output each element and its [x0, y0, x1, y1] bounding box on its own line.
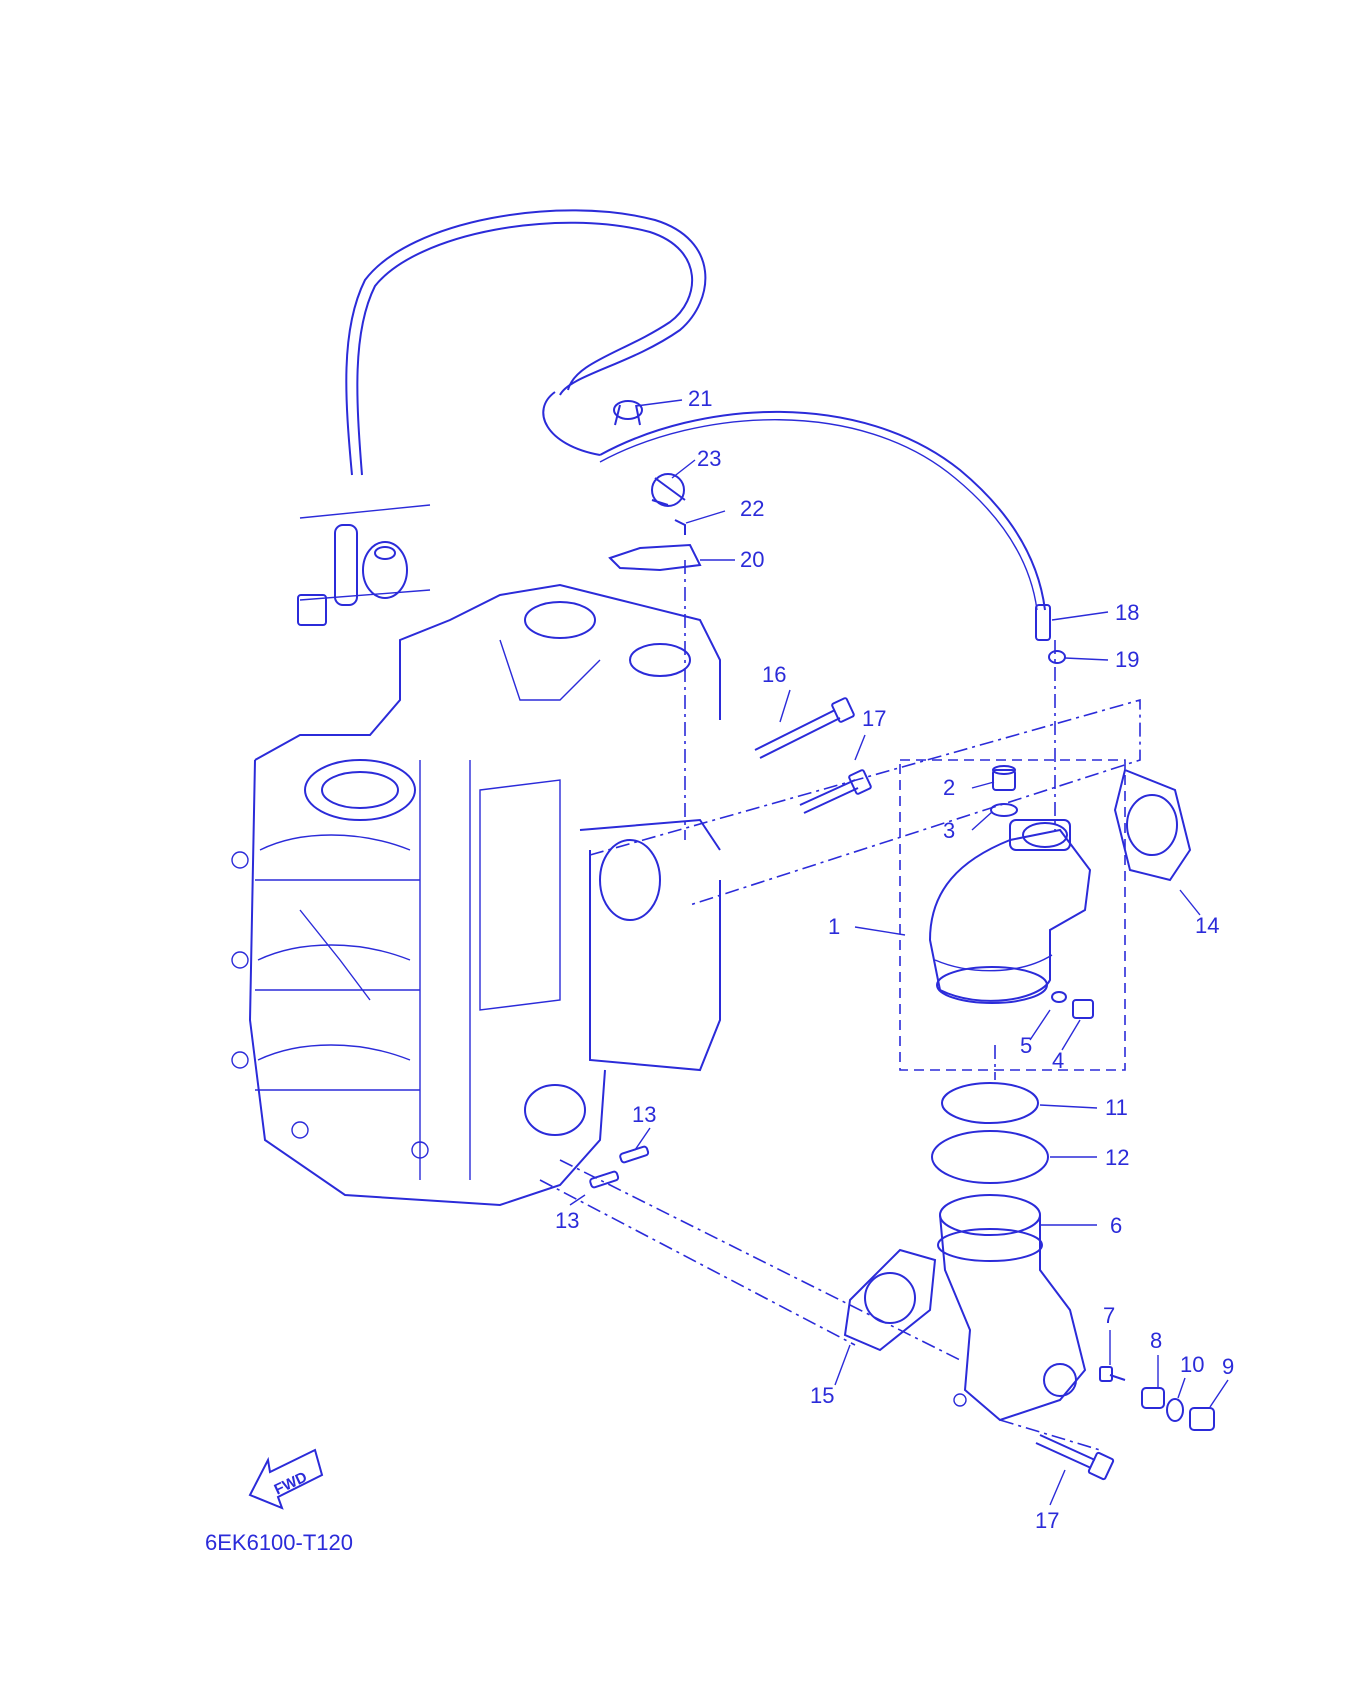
callout-10: 10	[1180, 1352, 1204, 1377]
callout-23: 23	[697, 446, 721, 471]
gasket-15	[843, 1248, 937, 1352]
callout-6: 6	[1110, 1213, 1122, 1238]
callout-20: 20	[740, 547, 764, 572]
callout-8: 8	[1150, 1328, 1162, 1353]
callout-13-upper: 13	[632, 1102, 656, 1127]
assembly-1-box	[899, 759, 1126, 1071]
gasket-14	[1113, 768, 1192, 882]
callout-7: 7	[1103, 1303, 1115, 1328]
callout-2: 2	[943, 775, 955, 800]
exhaust-pipe	[937, 1194, 1087, 1422]
fwd-arrow: FWD	[248, 1448, 324, 1510]
small-fasteners	[990, 765, 1094, 1019]
bolt-16	[754, 697, 855, 759]
gasket-11	[941, 1082, 1039, 1124]
callout-4: 4	[1052, 1048, 1064, 1073]
bolt-17-upper	[799, 769, 872, 814]
bolt-17-lower	[1035, 1434, 1115, 1481]
callout-17-upper: 17	[862, 706, 886, 731]
gasket-12	[931, 1130, 1049, 1184]
callout-16: 16	[762, 662, 786, 687]
dowel-pin-lower	[589, 1170, 620, 1189]
callout-12: 12	[1105, 1145, 1129, 1170]
alignment-lines	[539, 560, 1141, 1451]
callout-5: 5	[1020, 1033, 1032, 1058]
diagram-code: 6EK6100-T120	[205, 1530, 353, 1555]
callout-11: 11	[1105, 1095, 1128, 1120]
callout-22: 21	[688, 386, 712, 411]
callout-13-lower: 13	[555, 1208, 579, 1233]
callouts: 21 23 22 20 18 19 16 17 2 3 1 14 5 4 11 …	[555, 386, 1234, 1533]
callout-14: 14	[1195, 913, 1219, 938]
leader-lines	[569, 399, 1229, 1506]
callout-3: 3	[943, 818, 955, 843]
exhaust-elbow	[928, 819, 1092, 1004]
callout-17-lower: 17	[1035, 1508, 1059, 1533]
callout-21: 22	[740, 496, 764, 521]
upper-fitting	[297, 504, 431, 626]
dowel-pin-upper	[619, 1145, 650, 1164]
hose-assembly	[345, 209, 1051, 641]
fwd-label: FWD	[272, 1469, 310, 1499]
engine-block	[231, 583, 721, 1207]
clamp-parts	[608, 400, 1066, 664]
callout-1: 1	[828, 914, 840, 939]
callout-18: 18	[1115, 600, 1139, 625]
callout-15: 15	[810, 1383, 834, 1408]
drain-parts	[1099, 1366, 1215, 1431]
callout-9: 9	[1222, 1354, 1234, 1379]
callout-19: 19	[1115, 647, 1139, 672]
